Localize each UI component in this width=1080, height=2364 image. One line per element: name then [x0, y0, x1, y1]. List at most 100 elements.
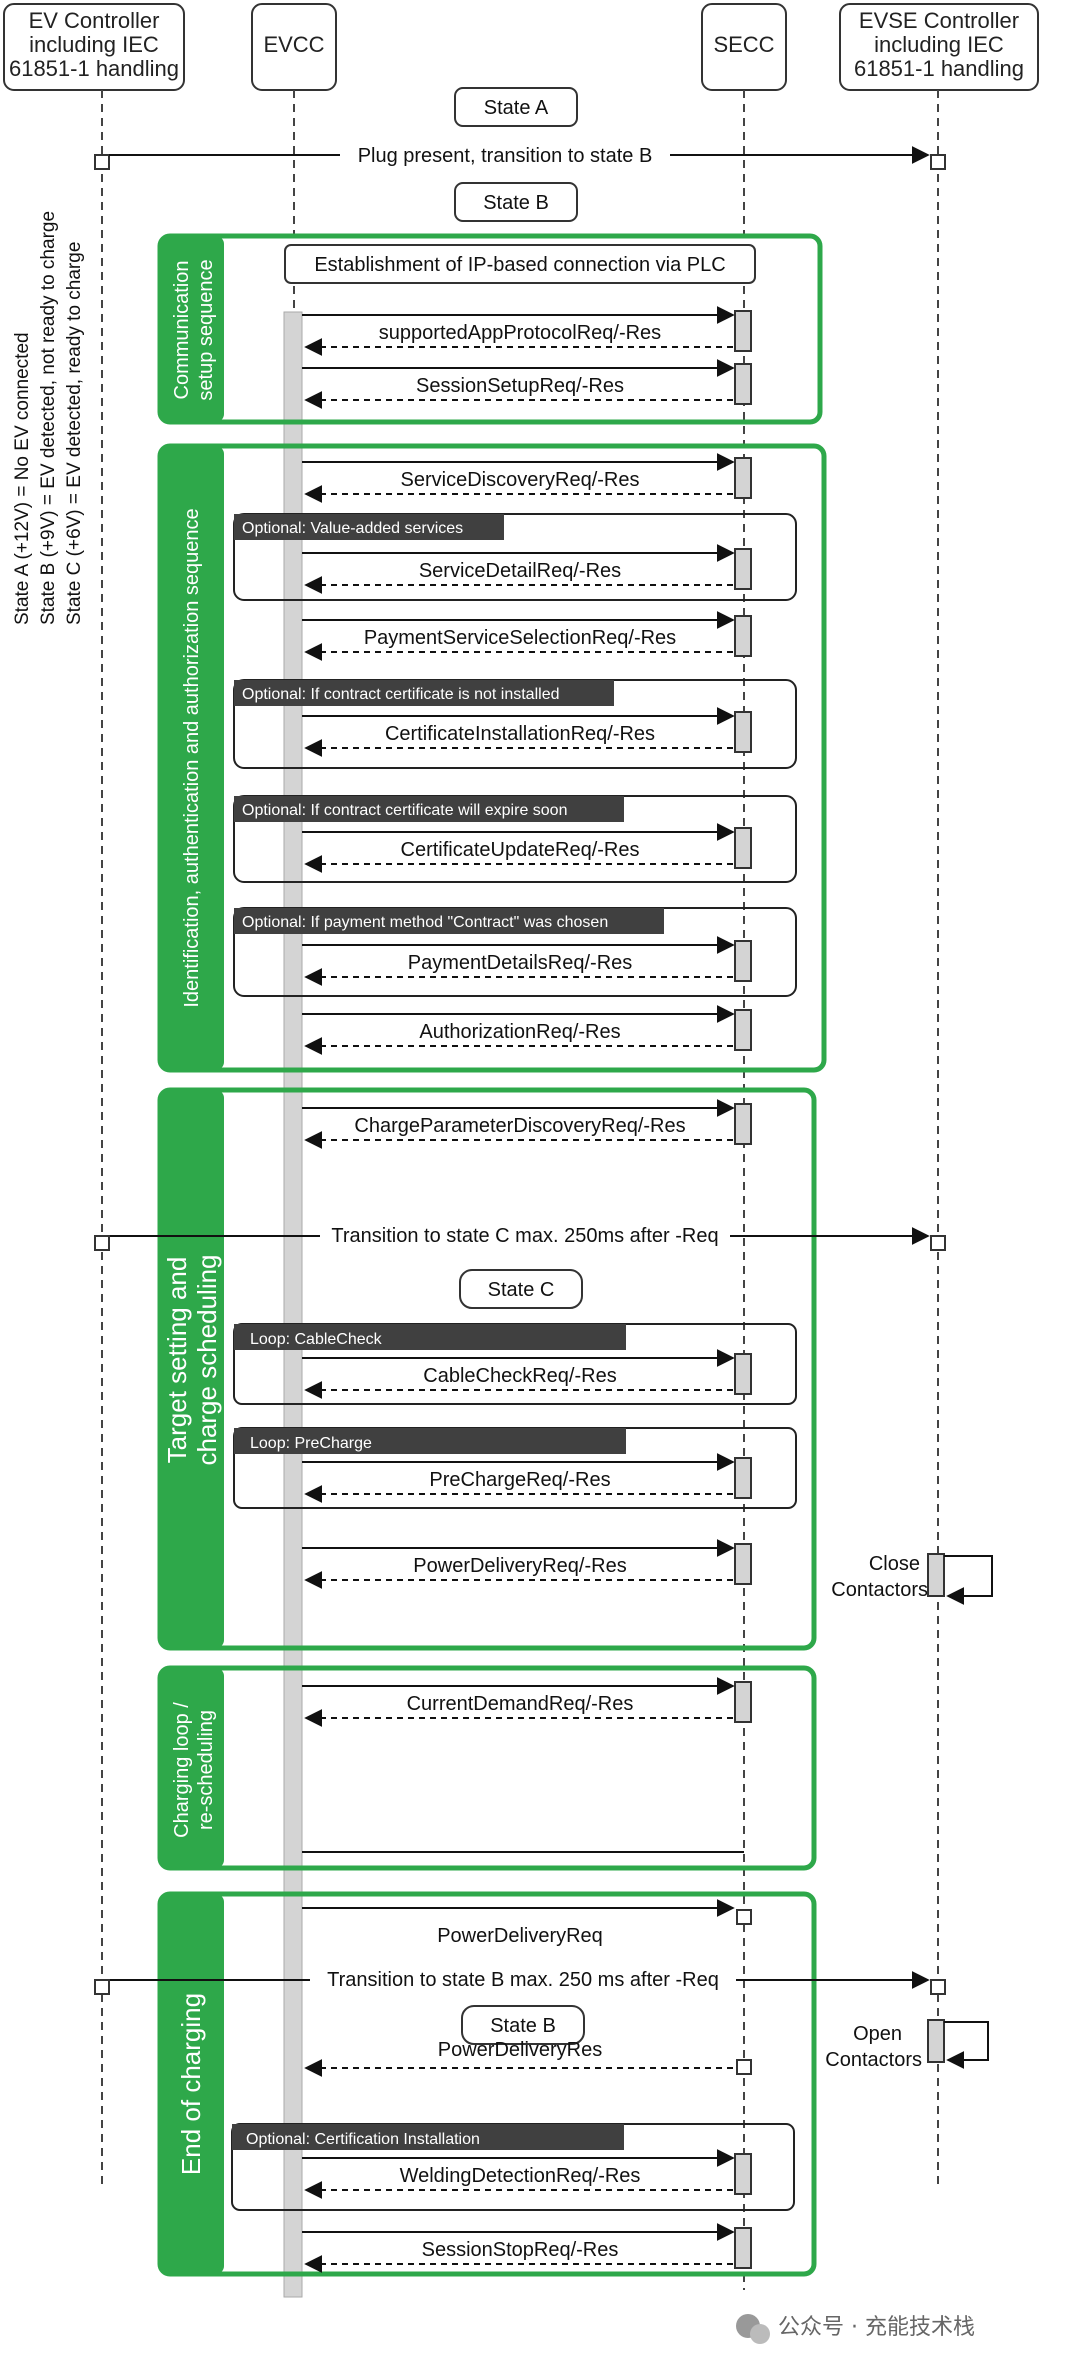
section-identification: Identification, authentication and autho…: [157, 443, 827, 1073]
message-cert-update: CertificateUpdateReq/-Res: [302, 823, 752, 873]
section-target-setting: Target setting and charge scheduling: [157, 1087, 817, 1651]
message-label: supportedAppProtocolReq/-Res: [379, 322, 661, 344]
message-label: CertificateUpdateReq/-Res: [401, 839, 640, 861]
transition-state-b-message: Transition to state B max. 250 ms after …: [94, 1964, 946, 1995]
loop-cablecheck-box: Loop: CableCheck: [233, 1323, 797, 1405]
message-label: ServiceDiscoveryReq/-Res: [401, 469, 640, 491]
message-label: SessionStopReq/-Res: [422, 2239, 619, 2261]
optional-value-added-box: Optional: Value-added services: [233, 513, 797, 601]
svg-text:State B (+9V) = EV detected,: State B (+9V) = EV detected, not ready t…: [38, 211, 59, 625]
svg-text:re-scheduling: re-scheduling: [195, 1710, 217, 1830]
svg-text:including IEC: including IEC: [874, 32, 1004, 57]
message-charge-param: ChargeParameterDiscoveryReq/-Res: [302, 1099, 752, 1149]
svg-text:61851-1 handling: 61851-1 handling: [854, 56, 1024, 81]
message-session-setup: SessionSetupReq/-Res: [302, 359, 752, 409]
svg-text:Communication: Communication: [171, 261, 193, 400]
message-label: AuthorizationReq/-Res: [419, 1021, 620, 1043]
svg-text:Optional: Value-added services: Optional: Value-added services: [242, 520, 463, 537]
message-label: PaymentServiceSelectionReq/-Res: [364, 627, 676, 649]
svg-text:Optional: If contract certific: Optional: If contract certificate will e…: [242, 802, 567, 819]
message-payment-selection: PaymentServiceSelectionReq/-Res: [302, 611, 752, 661]
message-service-detail: ServiceDetailReq/-Res: [302, 544, 752, 594]
message-pairs: supportedAppProtocolReq/-ResSessionSetup…: [302, 306, 752, 2273]
message-label: PreChargeReq/-Res: [429, 1469, 610, 1491]
evcc-activation-bar: [283, 311, 303, 2298]
svg-text:Charging loop /: Charging loop /: [171, 1702, 193, 1838]
message-precharge: PreChargeReq/-Res: [302, 1453, 752, 1503]
open-contactors: Open Contactors: [825, 2019, 989, 2071]
message-session-stop: SessionStopReq/-Res: [302, 2223, 752, 2273]
svg-text:Loop: PreCharge: Loop: PreCharge: [250, 1435, 372, 1452]
svg-text:SECC: SECC: [713, 32, 774, 57]
section-communication-setup: Communication setup sequence: [157, 233, 823, 425]
svg-text:Transition to state B max. 250: Transition to state B max. 250 ms after …: [327, 1969, 719, 1991]
message-service-discovery: ServiceDiscoveryReq/-Res: [302, 453, 752, 503]
message-label: ChargeParameterDiscoveryReq/-Res: [354, 1115, 685, 1137]
svg-text:State A (+12V) = No EV connect: State A (+12V) = No EV connected: [12, 332, 33, 625]
svg-text:公众号 · 充能技术栈: 公众号 · 充能技术栈: [778, 2315, 975, 2340]
svg-text:EVSE Controller: EVSE Controller: [859, 8, 1019, 33]
svg-text:setup sequence: setup sequence: [195, 259, 217, 400]
message-label: PowerDeliveryRes: [438, 2039, 603, 2061]
message-label: ServiceDetailReq/-Res: [419, 560, 621, 582]
actor-evcc: EVCC: [251, 3, 337, 91]
actor-evse-controller: EVSE Controller including IEC 61851-1 ha…: [839, 3, 1039, 91]
svg-text:State B: State B: [483, 192, 549, 214]
message-label: PaymentDetailsReq/-Res: [408, 952, 633, 974]
message-welding: WeldingDetectionReq/-Res: [302, 2149, 752, 2199]
svg-text:State A: State A: [484, 97, 549, 119]
close-contactors: Close Contactors: [831, 1553, 993, 1605]
state-legend: State A (+12V) = No EV connected State B…: [12, 211, 85, 625]
svg-text:Close: Close: [869, 1553, 920, 1575]
message-power-delivery-req: PowerDeliveryReq: [302, 1899, 752, 1947]
optional-cert-installation-box: Optional: Certification Installation: [231, 2123, 795, 2211]
optional-cert-expire-box: Optional: If contract certificate will e…: [233, 795, 797, 883]
state-a-box: State A: [454, 87, 578, 127]
message-label: PowerDeliveryReq: [437, 1925, 603, 1947]
svg-text:Plug present, transition to st: Plug present, transition to state B: [358, 145, 653, 167]
message-power-delivery: PowerDeliveryReq/-Res: [302, 1539, 752, 1589]
svg-text:Contactors: Contactors: [825, 2049, 922, 2071]
svg-text:Contactors: Contactors: [831, 1579, 928, 1601]
plug-present-message: Plug present, transition to state B: [94, 140, 946, 170]
svg-text:Optional: If payment method "C: Optional: If payment method "Contract" w…: [242, 914, 608, 931]
section-end-of-charging: End of charging: [157, 1891, 817, 2277]
message-power-delivery-res: PowerDeliveryRes: [304, 2039, 752, 2077]
svg-text:Loop: CableCheck: Loop: CableCheck: [250, 1331, 383, 1348]
transition-state-c-message: Transition to state C max. 250ms after -…: [94, 1220, 946, 1251]
message-label: CertificateInstallationReq/-Res: [385, 723, 655, 745]
actor-secc: SECC: [701, 3, 787, 91]
svg-text:State C: State C: [488, 1279, 555, 1301]
svg-text:Open: Open: [853, 2023, 902, 2045]
actor-ev-controller: EV Controller including IEC 61851-1 hand…: [3, 3, 185, 91]
message-cable-check: CableCheckReq/-Res: [302, 1349, 752, 1399]
message-label: CableCheckReq/-Res: [423, 1365, 616, 1387]
state-c-box: State C: [459, 1269, 583, 1309]
svg-text:Transition to state C max. 250: Transition to state C max. 250ms after -…: [331, 1225, 718, 1247]
svg-text:Target setting and: Target setting and: [162, 1257, 192, 1464]
watermark: 公众号 · 充能技术栈: [736, 2314, 975, 2344]
message-label: PowerDeliveryReq/-Res: [413, 1555, 626, 1577]
svg-text:including IEC: including IEC: [29, 32, 159, 57]
svg-text:State C (+6V) = EV detected,: State C (+6V) = EV detected, ready to ch…: [64, 242, 85, 625]
svg-text:charge scheduling: charge scheduling: [192, 1254, 222, 1465]
state-b-end-box: State B: [461, 2005, 585, 2045]
message-label: SessionSetupReq/-Res: [416, 375, 624, 397]
optional-cert-not-installed-box: Optional: If contract certificate is not…: [233, 679, 797, 769]
svg-text:Optional: If contract certific: Optional: If contract certificate is not…: [242, 686, 559, 703]
svg-text:End of charging: End of charging: [176, 1993, 206, 2175]
svg-text:State B: State B: [490, 2015, 556, 2037]
svg-text:Identification, authentication: Identification, authentication and autho…: [181, 508, 203, 1007]
svg-text:EV Controller: EV Controller: [29, 8, 160, 33]
message-label: WeldingDetectionReq/-Res: [400, 2165, 641, 2187]
message-label: CurrentDemandReq/-Res: [407, 1693, 634, 1715]
section-charging-loop: Charging loop / re-scheduling: [157, 1665, 817, 1871]
state-b-box: State B: [454, 182, 578, 222]
message-supported: supportedAppProtocolReq/-Res: [302, 306, 752, 356]
ip-connection-box: Establishment of IP-based connection via…: [284, 244, 756, 284]
message-authorization: AuthorizationReq/-Res: [302, 1005, 752, 1055]
svg-text:61851-1 handling: 61851-1 handling: [9, 56, 179, 81]
message-cert-install: CertificateInstallationReq/-Res: [302, 707, 752, 757]
svg-text:EVCC: EVCC: [263, 32, 324, 57]
